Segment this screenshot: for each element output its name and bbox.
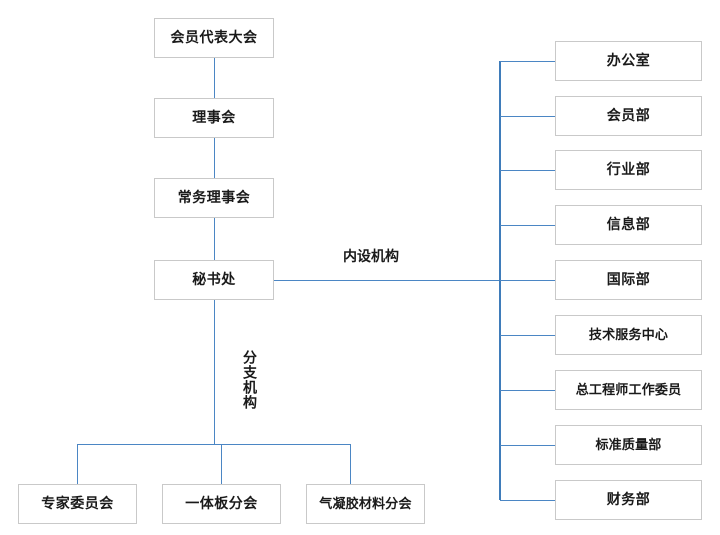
node-information[interactable]: 信息部 (555, 205, 702, 245)
connector-stub-finance (500, 500, 555, 501)
node-finance[interactable]: 财务部 (555, 480, 702, 520)
connector-stub-tech-service-center (500, 335, 555, 336)
node-information-label: 信息部 (606, 217, 651, 233)
connector-stub-international (500, 280, 555, 281)
node-expert-committee-label: 专家委员会 (41, 496, 114, 512)
node-assembly[interactable]: 会员代表大会 (154, 18, 274, 58)
connector-council-to-standing-council (214, 138, 215, 178)
node-standard-quality[interactable]: 标准质量部 (555, 425, 702, 465)
node-council[interactable]: 理事会 (154, 98, 274, 138)
node-industry-label: 行业部 (606, 162, 651, 178)
node-secretariat-label: 秘书处 (192, 272, 236, 288)
node-industry[interactable]: 行业部 (555, 150, 702, 190)
node-membership[interactable]: 会员部 (555, 96, 702, 136)
node-membership-label: 会员部 (606, 108, 651, 124)
node-standing-council[interactable]: 常务理事会 (154, 178, 274, 218)
node-office-label: 办公室 (606, 53, 651, 69)
connector-secretariat-to-branches (214, 300, 215, 444)
node-finance-label: 财务部 (606, 492, 651, 508)
node-tech-service-center-label: 技术服务中心 (588, 327, 669, 343)
node-aerogel-material-branch-label: 气凝胶材料分会 (319, 496, 412, 512)
node-office[interactable]: 办公室 (555, 41, 702, 81)
node-chief-engineer-committee[interactable]: 总工程师工作委员 (555, 370, 702, 410)
connector-stub-industry (500, 170, 555, 171)
connector-assembly-to-council (214, 58, 215, 98)
node-international-label: 国际部 (606, 272, 651, 288)
node-assembly-label: 会员代表大会 (170, 30, 258, 46)
branch-horizontal-bar (77, 444, 351, 445)
node-integrated-board-branch[interactable]: 一体板分会 (162, 484, 281, 524)
node-chief-engineer-committee-label: 总工程师工作委员 (575, 382, 682, 398)
node-tech-service-center[interactable]: 技术服务中心 (555, 315, 702, 355)
node-standard-quality-label: 标准质量部 (595, 437, 662, 453)
connector-stub-membership (500, 116, 555, 117)
connector-stub-chief-engineer-committee (500, 390, 555, 391)
node-secretariat[interactable]: 秘书处 (154, 260, 274, 300)
connector-standing-council-to-secretariat (214, 218, 215, 260)
connector-stub-standard-quality (500, 445, 555, 446)
node-council-label: 理事会 (192, 110, 236, 126)
node-expert-committee[interactable]: 专家委员会 (18, 484, 137, 524)
connector-drop-expert-committee (77, 444, 78, 484)
connector-drop-aerogel-material-branch (350, 444, 351, 484)
connector-stub-office (500, 61, 555, 62)
node-integrated-board-branch-label: 一体板分会 (185, 496, 258, 512)
node-standing-council-label: 常务理事会 (177, 190, 251, 206)
internal-departments-label: 内设机构 (343, 249, 399, 265)
connector-drop-integrated-board-branch (221, 444, 222, 484)
branch-organizations-label: 分支机构 (241, 350, 257, 410)
connector-stub-information (500, 225, 555, 226)
node-international[interactable]: 国际部 (555, 260, 702, 300)
node-aerogel-material-branch[interactable]: 气凝胶材料分会 (306, 484, 425, 524)
connector-secretariat-to-internal-spine (274, 280, 501, 281)
